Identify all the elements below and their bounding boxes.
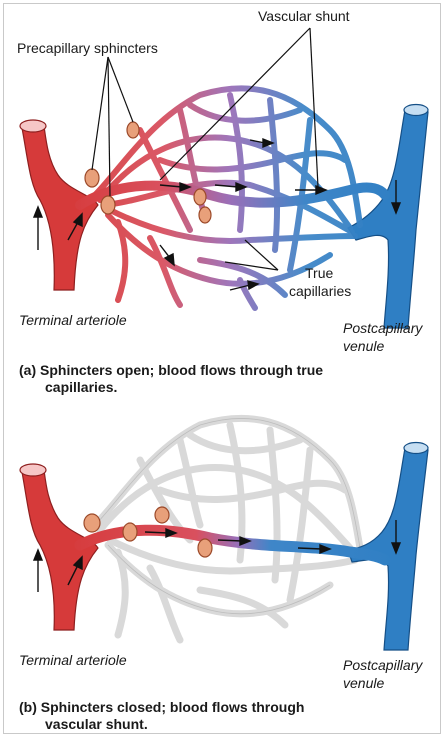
terminal-arteriole-label-b: Terminal arteriole <box>19 652 127 668</box>
caption-a: (a) Sphincters open; blood flows through… <box>19 362 323 396</box>
caption-b-line1: (b) Sphincters closed; blood flows throu… <box>19 699 304 715</box>
caption-a-line1: (a) Sphincters open; blood flows through… <box>19 362 323 378</box>
venule-label-a: venule <box>343 338 384 354</box>
vascular-shunt-label: Vascular shunt <box>258 8 350 24</box>
terminal-arteriole-label-a: Terminal arteriole <box>19 312 127 328</box>
precapillary-sphincters-label: Precapillary sphincters <box>17 40 158 56</box>
postcapillary-label-a: Postcapillary <box>343 320 422 336</box>
caption-b-line2: vascular shunt. <box>19 716 304 733</box>
venule-label-b: venule <box>343 675 384 691</box>
caption-a-line2: capillaries. <box>19 379 323 396</box>
true-capillaries-label-line1: True <box>305 265 333 281</box>
postcapillary-label-b: Postcapillary <box>343 657 422 673</box>
caption-b: (b) Sphincters closed; blood flows throu… <box>19 699 304 733</box>
true-capillaries-label-line2: capillaries <box>289 283 351 299</box>
